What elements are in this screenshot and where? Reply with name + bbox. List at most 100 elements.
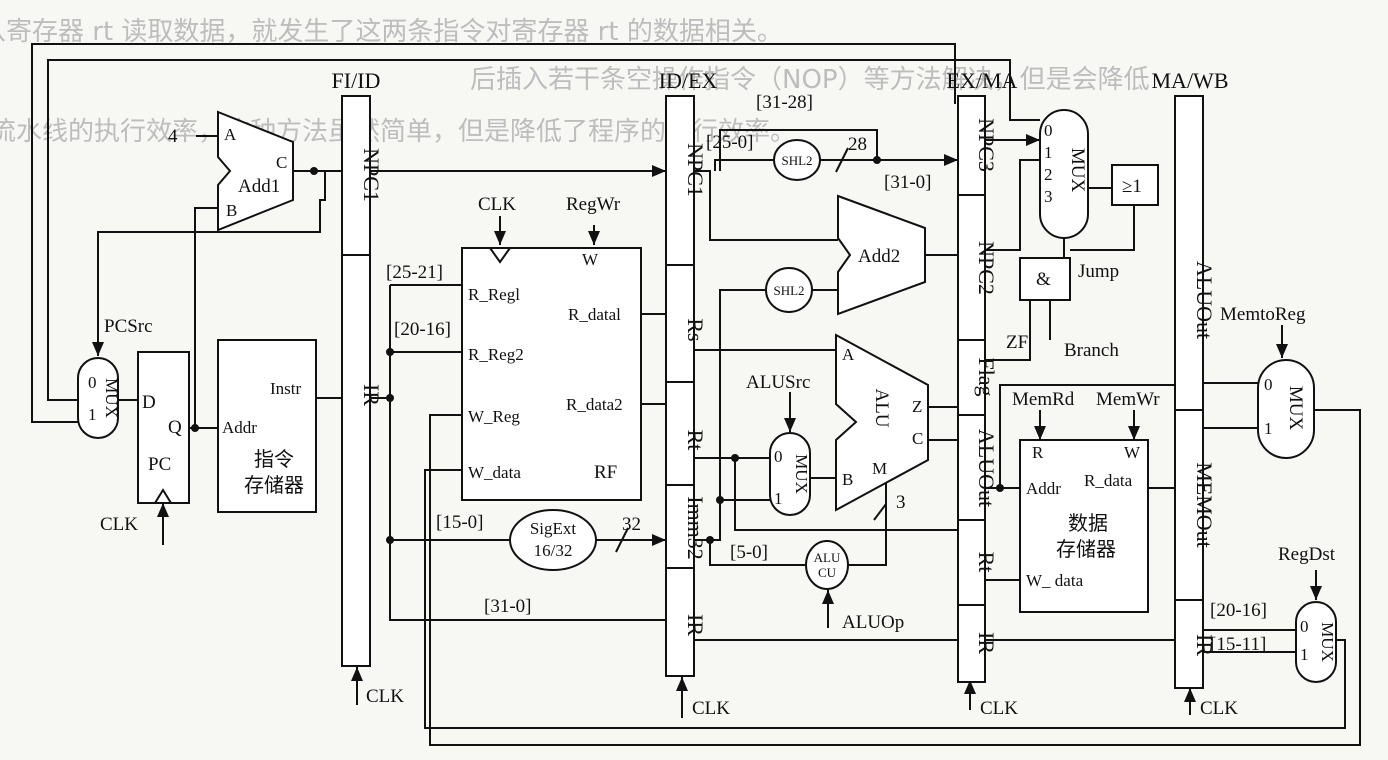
fi-id-clk-signal: CLK xyxy=(366,686,404,707)
npc-mux-label: MUX xyxy=(1067,148,1088,193)
jump-signal: Jump xyxy=(1078,261,1119,282)
alu-port-b: B xyxy=(842,470,853,489)
wb-mux-in1: 1 xyxy=(1264,419,1273,438)
ma-wb-register: ALUOut MEMOut IR MA/WB xyxy=(1152,68,1229,689)
alu-label: ALU xyxy=(871,388,892,427)
ex-ma-aluout-label: ALUOut xyxy=(974,429,999,507)
pc-mux-label: MUX xyxy=(102,378,121,418)
regwr-signal: RegWr xyxy=(566,194,621,215)
stage-ex-ma-label: EX/MA xyxy=(947,68,1018,93)
add1-port-c: C xyxy=(276,153,287,172)
dmem-read-port: R xyxy=(1032,443,1044,462)
ma-wb-memout-label: MEMOut xyxy=(1192,462,1217,548)
field-31-28: [31-28] xyxy=(756,92,813,113)
dmem-rdata-port: R_data xyxy=(1084,471,1133,490)
bus-width-3: 3 xyxy=(896,492,906,513)
stage-id-ex-label: ID/EX xyxy=(659,68,718,93)
fi-id-register: NPC1 IR FI/ID xyxy=(332,68,384,667)
imem-title-line1: 指令 xyxy=(254,447,294,471)
rf-write-reg-port: W_Reg xyxy=(468,407,520,426)
pc-q-port: Q xyxy=(168,417,182,438)
aluop-signal: ALUOp xyxy=(842,612,904,633)
field-5-0: [5-0] xyxy=(730,542,768,563)
rf-read-reg2-port: R_Reg2 xyxy=(468,345,524,364)
alusrc-signal: ALUSrc xyxy=(746,372,810,393)
add2-adder: Add2 xyxy=(837,194,926,316)
stage-fi-id-label: FI/ID xyxy=(332,68,381,93)
pc-d-port: D xyxy=(142,392,156,413)
dst-mux-label: MUX xyxy=(1318,622,1337,662)
rf-write-port: W xyxy=(582,250,599,269)
bus-width-28: 28 xyxy=(848,134,867,155)
alu-port-z: Z xyxy=(912,397,922,416)
alu-control-unit: ALU CU xyxy=(805,540,849,590)
memrd-signal: MemRd xyxy=(1012,389,1075,410)
sigext-label-line2: 16/32 xyxy=(534,541,573,560)
ma-wb-ir-label: IR xyxy=(1192,634,1217,656)
pc-register: D Q PC xyxy=(137,351,190,504)
rf-write-data-port: W_data xyxy=(468,463,521,482)
imem-instr-port: Instr xyxy=(270,379,302,398)
field-31-0: [31-0] xyxy=(484,596,531,617)
stage-ma-wb-label: MA/WB xyxy=(1152,68,1229,93)
npc-mux: 0 1 2 3 MUX xyxy=(1039,109,1089,239)
rf-read-data1-port: R_datal xyxy=(568,305,621,324)
background-text-line: 从寄存器 rt 读取数据，就发生了这两条指令对寄存器 rt 的数据相关。 xyxy=(0,17,783,47)
ex-ma-ir-label: IR xyxy=(974,632,999,654)
field-15-0: [15-0] xyxy=(436,512,483,533)
alusrc-mux: 0 1 MUX xyxy=(769,432,811,516)
ex-ma-npc2-label: NPC2 xyxy=(974,241,999,295)
dmem-wdata-port: W_ data xyxy=(1026,571,1084,590)
field-31-0-jump: [31-0] xyxy=(884,172,931,193)
memtoreg-signal: MemtoReg xyxy=(1220,304,1306,325)
alu-port-m: M xyxy=(872,459,887,478)
arrowheads xyxy=(92,134,1322,702)
dmem-addr-port: Addr xyxy=(1026,479,1061,498)
imem-title-line2: 存储器 xyxy=(244,473,304,497)
ex-ma-rt-label: Rt xyxy=(974,552,999,573)
add1-port-b: B xyxy=(226,201,237,220)
rf-read-data2-port: R_data2 xyxy=(566,395,623,414)
dst-mux-in0: 0 xyxy=(1300,617,1309,636)
background-text-line: 流水线的执行效率，这种方法虽然简单，但是降低了程序的执行效率。 xyxy=(0,117,796,147)
alu-port-c: C xyxy=(912,429,923,448)
ma-wb-aluout-label: ALUOut xyxy=(1192,261,1217,339)
pc-mux: 0 1 MUX xyxy=(77,357,121,439)
ex-ma-register: NPC3 NPC2 Flag ALUOut Rt IR EX/MA xyxy=(947,68,1018,683)
dmem-title-line1: 数据 xyxy=(1068,511,1108,535)
field-20-16: [20-16] xyxy=(394,319,451,340)
alu: A B Z C M ALU xyxy=(835,333,929,512)
alu-port-a: A xyxy=(842,345,855,364)
junctions xyxy=(191,156,1004,544)
id-ex-register: NPC1 Rs Rt Imm32 IR ID/EX xyxy=(659,68,718,677)
add2-label: Add2 xyxy=(858,246,900,267)
field-25-0: [25-0] xyxy=(706,132,753,153)
imem-addr-port: Addr xyxy=(222,418,257,437)
background-text: 从寄存器 rt 读取数据，就发生了这两条指令对寄存器 rt 的数据相关。 后插入… xyxy=(0,17,1150,147)
or-gate: ≥1 xyxy=(1111,164,1159,206)
alucu-label-line1: ALU xyxy=(814,550,841,565)
shl2-branch-label: SHL2 xyxy=(773,283,804,298)
rf-clk-signal: CLK xyxy=(478,194,516,215)
wires xyxy=(31,43,1361,746)
bus-width-32: 32 xyxy=(622,514,641,535)
npc-mux-in2: 2 xyxy=(1044,165,1053,184)
signal-labels: PCSrc CLK CLK CLK CLK CLK CLK RegWr ALUS… xyxy=(100,194,1336,719)
dmem-title-line2: 存储器 xyxy=(1056,537,1116,561)
zf-signal: ZF xyxy=(1006,332,1028,353)
constant-four: 4 xyxy=(168,126,178,147)
pc-mux-in1: 1 xyxy=(88,405,97,424)
pcsrc-signal: PCSrc xyxy=(104,316,153,337)
id-ex-clk-signal: CLK xyxy=(692,698,730,719)
memtoreg-mux: 0 1 MUX xyxy=(1257,359,1315,459)
dst-mux-in1: 1 xyxy=(1300,645,1309,664)
shl2-jump-shifter: SHL2 xyxy=(773,139,821,181)
branch-signal: Branch xyxy=(1064,340,1119,361)
regdst-signal: RegDst xyxy=(1278,544,1336,565)
ma-wb-clk-signal: CLK xyxy=(1200,698,1238,719)
regdst-mux: 0 1 MUX xyxy=(1295,601,1337,683)
id-ex-npc1-label: NPC1 xyxy=(683,143,708,197)
wb-mux-in0: 0 xyxy=(1264,375,1273,394)
dmem-write-port: W xyxy=(1124,443,1141,462)
shl2-branch-shifter: SHL2 xyxy=(765,267,813,313)
